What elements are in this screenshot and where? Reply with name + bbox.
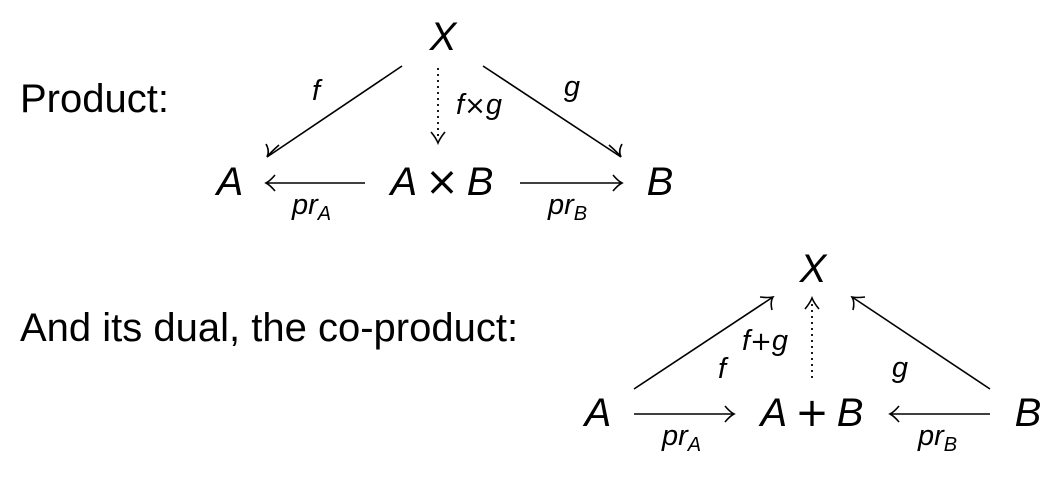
coproduct-arrow-copairing xyxy=(804,295,820,378)
product-label-pr-b: prB xyxy=(547,189,587,225)
coproduct-arrow-g xyxy=(850,295,991,390)
coproduct-label-f: f xyxy=(718,353,729,385)
product-label-pr-a: prA xyxy=(291,189,331,225)
coproduct-label-g: g xyxy=(892,352,908,384)
product-arrow-pr-a xyxy=(264,174,365,192)
coproduct-object-x: X xyxy=(799,247,828,291)
product-arrow-g xyxy=(482,65,623,158)
coproduct-arrow-pr-b xyxy=(888,405,990,423)
product-heading: Product: xyxy=(20,77,169,121)
product-label-g: g xyxy=(564,71,580,103)
coproduct-arrow-f xyxy=(633,295,775,390)
coproduct-label-pr-b: prB xyxy=(917,420,957,456)
product-label-f: f xyxy=(312,75,323,107)
product-object-a: A xyxy=(215,160,244,204)
product-object-x: X xyxy=(429,15,458,59)
product-label-pairing: f×g xyxy=(456,89,502,121)
product-diagram: Product: X A A×B B f g f×g prA xyxy=(20,15,673,225)
coproduct-arrow-pr-a xyxy=(634,405,736,423)
product-object-a-times-b: A×B xyxy=(389,159,494,205)
coproduct-object-b: B xyxy=(1015,391,1042,435)
product-object-b: B xyxy=(647,160,674,204)
product-arrow-pr-b xyxy=(520,174,624,192)
coproduct-object-a: A xyxy=(583,391,612,435)
coproduct-object-a-plus-b: A+B xyxy=(759,390,864,436)
coproduct-label-copairing: f+g xyxy=(742,325,788,357)
product-arrow-f xyxy=(265,65,403,158)
product-arrow-pairing xyxy=(430,68,446,146)
coproduct-diagram: And its dual, the co-product: X A A+B B … xyxy=(20,247,1041,456)
coproduct-heading: And its dual, the co-product: xyxy=(20,306,518,350)
coproduct-label-pr-a: prA xyxy=(661,420,701,456)
